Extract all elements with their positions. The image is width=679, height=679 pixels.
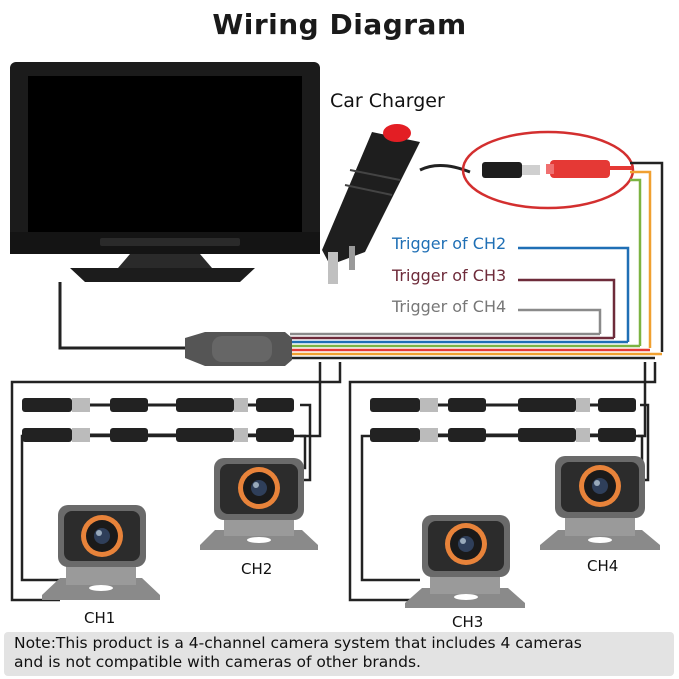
wires [58, 161, 664, 360]
trigger-ch2-label: Trigger of CH2 [392, 234, 507, 253]
monitor [10, 62, 320, 282]
camera-ch3 [405, 515, 525, 608]
compatibility-note: Note:This product is a 4-channel camera … [4, 632, 674, 676]
ch3-label: CH3 [452, 613, 484, 631]
camera-ch4 [540, 456, 660, 550]
camera-ch1 [42, 505, 160, 600]
trigger-ch4-label: Trigger of CH4 [392, 297, 507, 316]
ch1-label: CH1 [84, 609, 116, 627]
page-title: Wiring Diagram [212, 8, 467, 41]
note-line-2: and is not compatible with cameras of ot… [14, 653, 421, 671]
connector-highlight [461, 130, 635, 210]
trigger-ch3-label: Trigger of CH3 [392, 266, 507, 285]
power-connector [482, 160, 632, 178]
ch2-label: CH2 [241, 560, 273, 578]
car-charger-label: Car Charger [330, 90, 445, 112]
right-extension-cables [370, 398, 636, 442]
camera-ch2 [200, 458, 318, 550]
note-line-1: Note:This product is a 4-channel camera … [14, 634, 582, 652]
left-extension-cables [22, 398, 294, 442]
car-charger [322, 124, 471, 284]
ch4-label: CH4 [587, 557, 619, 575]
